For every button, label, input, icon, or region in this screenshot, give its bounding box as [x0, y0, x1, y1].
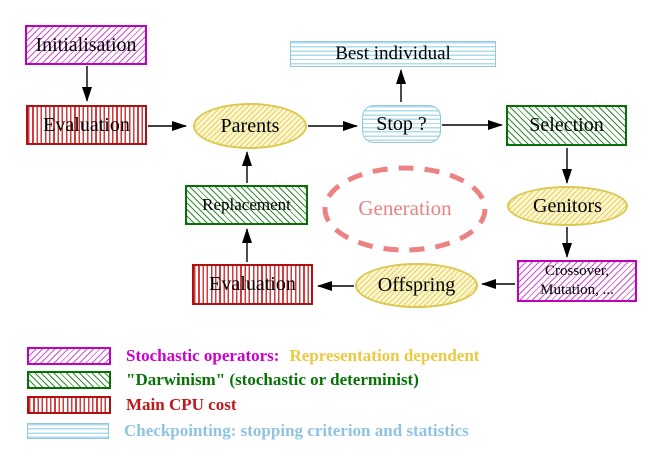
generation-loop-ellipse — [322, 165, 488, 253]
node-offspring: Offspring — [355, 263, 478, 308]
node-genitors: Genitors — [507, 186, 628, 226]
legend-swatch-magenta-hatch — [27, 347, 111, 365]
node-parents: Parents — [193, 103, 307, 149]
legend-label-checkpointing: Checkpointing: stopping criterion and st… — [124, 421, 469, 440]
node-best-individual: Best individual — [290, 41, 496, 67]
legend-label-representation: Representation dependent — [289, 346, 480, 365]
legend-swatch-red-stripes — [27, 396, 111, 414]
crossover-line1: Crossover, — [545, 263, 609, 280]
legend-swatch-cyan-stripes — [27, 423, 109, 439]
legend-label-cpu-cost: Main CPU cost — [126, 395, 237, 414]
crossover-line2: Mutation, ... — [540, 282, 614, 298]
node-evaluation-bottom: Evaluation — [192, 264, 313, 305]
node-initialisation: Initialisation — [25, 25, 147, 65]
legend-label-darwinism: "Darwinism" (stochastic or determinist) — [126, 370, 419, 389]
legend-swatch-green-hatch — [27, 371, 111, 389]
legend-row-checkpointing: Checkpointing: stopping criterion and st… — [27, 421, 469, 440]
node-selection: Selection — [506, 105, 627, 146]
generation-label: Generation — [358, 196, 452, 220]
node-stop: Stop ? — [362, 105, 441, 143]
legend-row-stochastic: Stochastic operators: Representation dep… — [27, 346, 480, 365]
node-evaluation-top: Evaluation — [26, 105, 147, 145]
legend-row-cpu-cost: Main CPU cost — [27, 395, 237, 414]
node-replacement: Replacement — [185, 185, 308, 225]
node-crossover-mutation: Crossover, Mutation, ... — [517, 260, 637, 302]
legend-row-darwinism: "Darwinism" (stochastic or determinist) — [27, 370, 419, 389]
legend-label-stochastic: Stochastic operators: — [126, 346, 280, 365]
